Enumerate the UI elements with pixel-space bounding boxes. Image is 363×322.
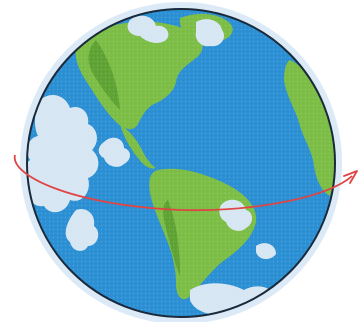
rotation-arrow-icon <box>13 154 353 212</box>
arrow-head <box>343 170 358 184</box>
globe-outline <box>26 8 336 318</box>
dot-texture <box>27 9 335 317</box>
